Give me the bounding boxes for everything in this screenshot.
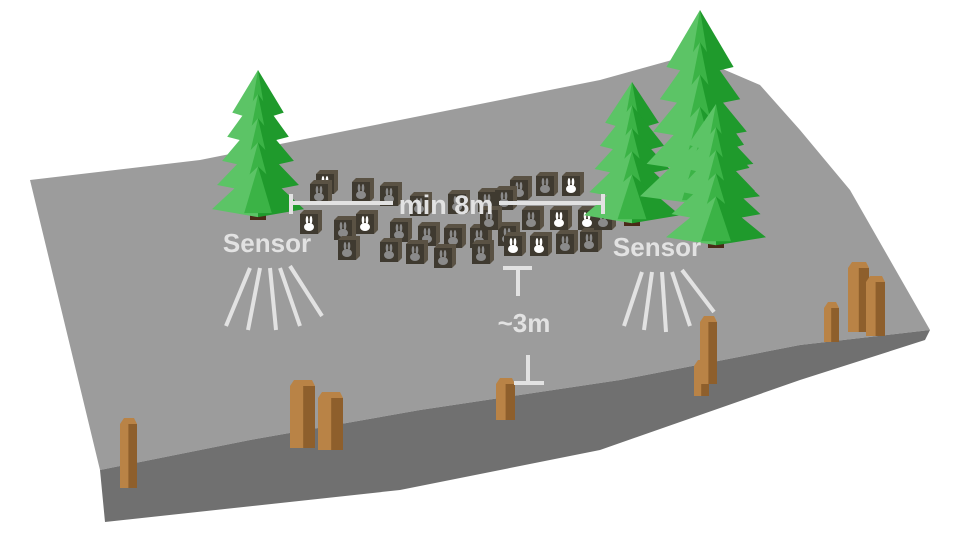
sensor-left-rays xyxy=(224,264,324,331)
rabbit-box xyxy=(380,238,402,262)
pine-tree xyxy=(212,70,304,220)
wooden-post xyxy=(120,418,137,488)
rabbit-box xyxy=(352,178,374,202)
rabbit-box xyxy=(580,228,602,252)
rabbit-box xyxy=(410,192,432,216)
spacing-annotation xyxy=(503,266,544,385)
rabbit-icon xyxy=(484,212,494,227)
pine-tree xyxy=(666,104,766,248)
rabbit-icon xyxy=(356,184,366,199)
rabbit-box xyxy=(310,180,332,204)
rabbit-icon xyxy=(554,212,564,227)
rabbit-icon xyxy=(526,212,536,227)
rabbit-box xyxy=(556,230,578,254)
rabbit-box xyxy=(530,232,552,256)
trees xyxy=(212,10,766,248)
rabbit-icon xyxy=(384,244,394,259)
rabbit-icon xyxy=(584,234,594,249)
rabbit-icon xyxy=(338,222,348,237)
rabbit-icon xyxy=(342,242,352,257)
rabbit-icon xyxy=(476,246,486,261)
wooden-post xyxy=(318,392,343,450)
rabbit-icon xyxy=(314,186,324,201)
rabbit-icon xyxy=(304,216,314,231)
rabbit-icon xyxy=(448,230,458,245)
rabbit-box xyxy=(448,190,470,214)
rabbit-box xyxy=(550,206,572,230)
rabbit-box xyxy=(406,240,428,264)
wooden-post xyxy=(848,262,869,332)
rabbit-box xyxy=(338,236,360,260)
rabbit-box xyxy=(562,172,584,196)
rabbit-box xyxy=(356,210,378,234)
spacing-label: ~3m xyxy=(498,308,551,338)
wooden-post xyxy=(290,380,315,448)
rabbit-box xyxy=(334,216,356,240)
rabbit-icon xyxy=(438,250,448,265)
min-distance-annotation xyxy=(289,194,605,214)
rabbit-icon xyxy=(508,238,518,253)
wooden-post xyxy=(496,378,515,420)
rabbit-icon xyxy=(566,178,576,193)
wooden-post xyxy=(866,276,885,336)
sensor-left-label: Sensor xyxy=(223,228,311,258)
rabbit-box xyxy=(390,218,412,242)
rabbit-boxes xyxy=(300,170,616,268)
posts xyxy=(120,262,885,488)
rabbit-box xyxy=(480,206,502,230)
rabbit-box xyxy=(444,224,466,248)
sensor-right-rays xyxy=(622,268,716,333)
rabbit-box xyxy=(472,240,494,264)
rabbit-icon xyxy=(534,238,544,253)
rabbit-box xyxy=(434,244,456,268)
ground-side xyxy=(100,330,930,522)
rabbit-box xyxy=(536,172,558,196)
wooden-post xyxy=(824,302,839,342)
sensor-right-label: Sensor xyxy=(613,232,701,262)
rabbit-box xyxy=(522,206,544,230)
rabbit-icon xyxy=(540,178,550,193)
min-distance-label: min 8m xyxy=(399,190,494,220)
rabbit-icon xyxy=(394,224,404,239)
rabbit-icon xyxy=(360,216,370,231)
rabbit-icon xyxy=(452,196,462,211)
rabbit-box xyxy=(504,232,526,256)
rabbit-icon xyxy=(414,198,424,213)
rabbit-icon xyxy=(410,246,420,261)
wooden-post xyxy=(700,316,717,384)
rabbit-box xyxy=(300,210,322,234)
rabbit-icon xyxy=(560,236,570,251)
